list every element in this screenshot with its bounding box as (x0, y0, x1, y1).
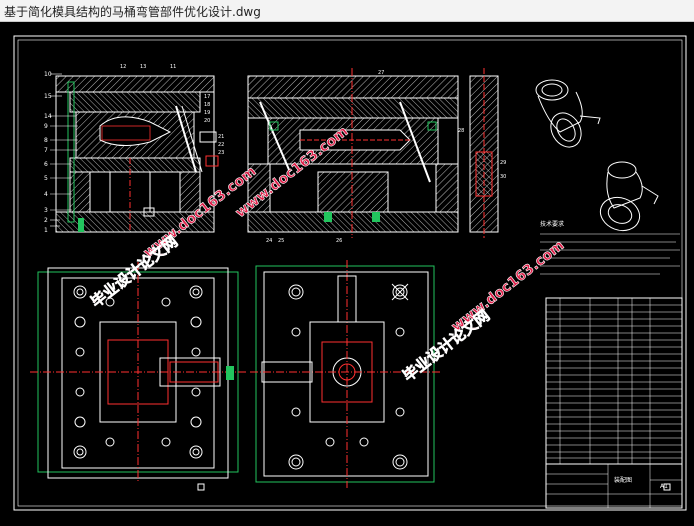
svg-text:18: 18 (204, 102, 210, 108)
svg-text:1: 1 (44, 227, 48, 234)
svg-text:22: 22 (218, 142, 224, 148)
svg-text:12: 12 (120, 64, 126, 70)
svg-text:3: 3 (44, 207, 48, 214)
svg-text:30: 30 (500, 174, 506, 180)
main-section-view (50, 73, 219, 233)
svg-text:20: 20 (204, 118, 210, 124)
part-number-labels-left: 10 15 14 9 8 7 6 5 4 3 2 1 (44, 71, 52, 234)
svg-text:4: 4 (44, 191, 48, 198)
svg-text:8: 8 (44, 137, 48, 144)
svg-text:6: 6 (44, 161, 48, 168)
svg-text:10: 10 (44, 71, 52, 78)
view-marker (197, 483, 205, 491)
technical-notes: 技术要求 (540, 220, 680, 275)
svg-text:21: 21 (218, 134, 224, 140)
parts-list-table: 装配图 A1 (545, 297, 683, 509)
svg-text:27: 27 (378, 70, 384, 76)
svg-text:26: 26 (336, 238, 342, 244)
side-section-view (469, 68, 499, 238)
svg-text:14: 14 (44, 113, 52, 120)
fixed-half-plan-view (30, 262, 246, 482)
svg-text:9: 9 (44, 123, 48, 130)
view-marker (663, 483, 671, 491)
svg-text:23: 23 (218, 150, 224, 156)
moving-half-plan-view (250, 260, 440, 488)
svg-text:25: 25 (278, 238, 284, 244)
svg-text:28: 28 (458, 128, 464, 134)
cross-section-view (247, 68, 459, 238)
svg-text:7: 7 (44, 147, 48, 154)
part-number-labels-top: 12 13 11 (120, 64, 176, 70)
svg-text:29: 29 (500, 160, 506, 166)
watermark-text-2: 毕业设计论文网 (399, 306, 493, 385)
svg-text:19: 19 (204, 110, 210, 116)
notes-title: 技术要求 (540, 220, 564, 228)
sheet-border (13, 35, 687, 511)
file-title: 基于简化模具结构的马桶弯管部件优化设计.dwg (4, 5, 261, 19)
svg-text:15: 15 (44, 93, 52, 100)
cad-drawing-canvas[interactable]: 10 15 14 9 8 7 6 5 4 3 2 1 12 13 11 17 1… (0, 22, 694, 526)
svg-text:5: 5 (44, 175, 48, 182)
svg-text:24: 24 (266, 238, 272, 244)
svg-text:2: 2 (44, 217, 48, 224)
isometric-part-views (535, 79, 659, 232)
svg-text:17: 17 (204, 94, 210, 100)
cad-drawing: 10 15 14 9 8 7 6 5 4 3 2 1 12 13 11 17 1… (13, 35, 687, 511)
sheet-inner-border (17, 39, 683, 507)
part-number-labels-section: 24 25 26 27 28 29 30 (266, 70, 506, 244)
part-number-labels-right: 17 18 19 20 21 22 23 (204, 94, 224, 156)
svg-text:13: 13 (140, 64, 146, 70)
svg-text:11: 11 (170, 64, 176, 70)
title-block-label: 装配图 (614, 476, 632, 484)
window-titlebar: 基于简化模具结构的马桶弯管部件优化设计.dwg (0, 0, 694, 22)
